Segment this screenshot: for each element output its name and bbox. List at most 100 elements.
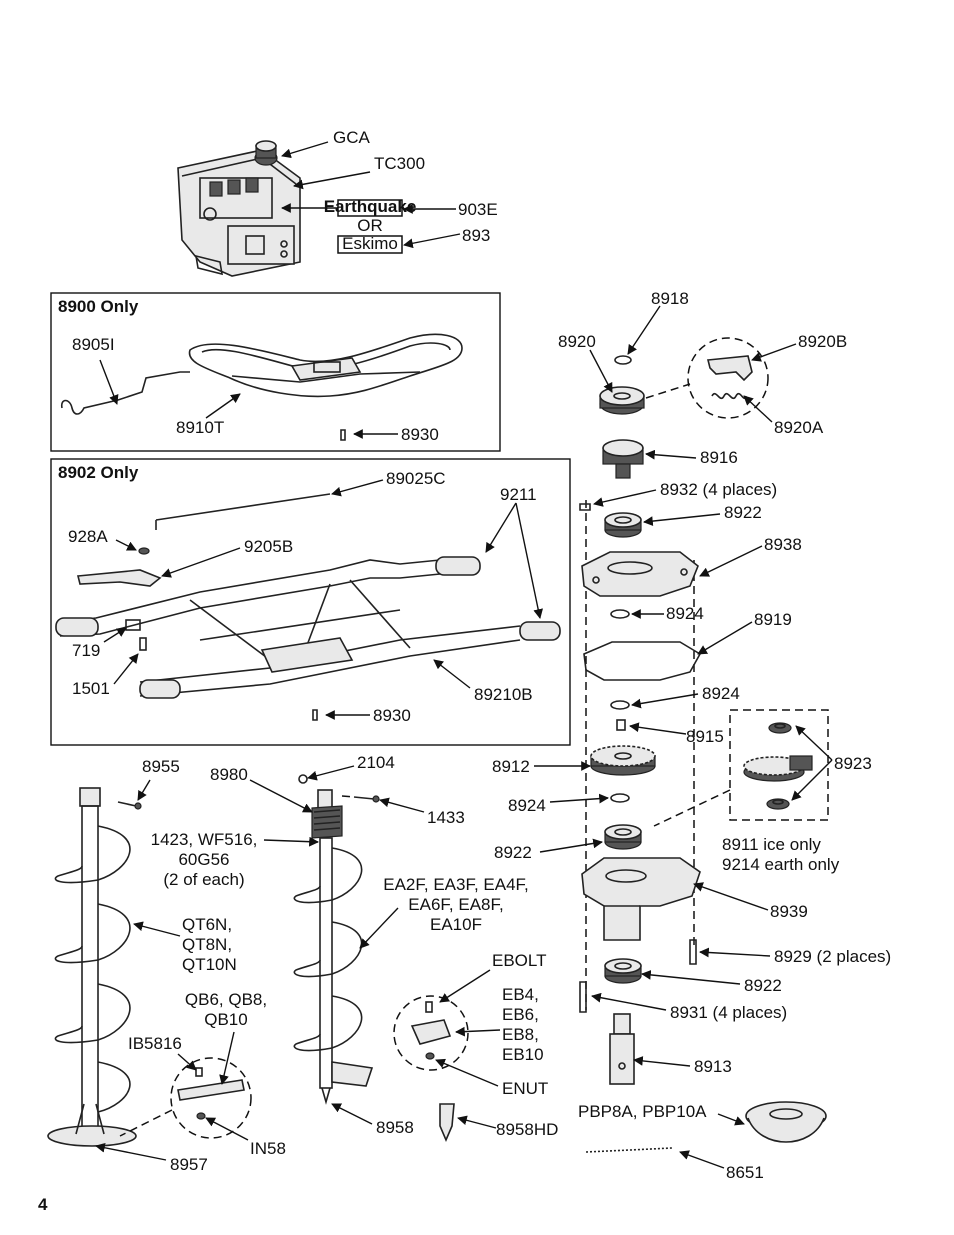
label-ebolt: EBOLT (492, 951, 546, 970)
label-8924-b: 8924 (702, 684, 740, 703)
label-in58: IN58 (250, 1139, 286, 1158)
nut-enut (425, 1052, 435, 1060)
label-ea-line2: EA6F, EA8F, (408, 895, 503, 914)
clutch-8920 (599, 386, 645, 415)
rod-89025c (155, 493, 331, 530)
label-tc300: TC300 (374, 154, 425, 173)
bearing-8922-c (604, 958, 642, 984)
earth-auger-ea (293, 789, 374, 1105)
label-928a: 928A (68, 527, 108, 546)
label-pbp: PBP8A, PBP10A (578, 1102, 707, 1121)
box-8902-only (50, 458, 571, 746)
label-719: 719 (72, 641, 100, 660)
decal-eskimo: Eskimo (337, 234, 403, 254)
label-eb-line2: EB6, (502, 1005, 539, 1024)
label-8905i: 8905I (72, 335, 115, 354)
label-8924-c: 8924 (508, 796, 546, 815)
label-8930-b: 8930 (373, 706, 411, 725)
screw-8929 (689, 939, 697, 965)
label-8919: 8919 (754, 610, 792, 629)
label-gca: GCA (333, 128, 371, 147)
label-8922-a: 8922 (724, 503, 762, 522)
title-8900-only: 8900 Only (58, 297, 139, 316)
label-8918: 8918 (651, 289, 689, 308)
page-number: 4 (38, 1195, 48, 1214)
label-89025c: 89025C (386, 469, 446, 488)
nut-in58 (196, 1112, 206, 1120)
label-enut: ENUT (502, 1079, 548, 1098)
label-eb-line3: EB8, (502, 1025, 539, 1044)
part-719 (125, 619, 141, 631)
ice-auger-qt (47, 787, 137, 1147)
engine-illustration (177, 140, 301, 277)
cover-8938 (581, 551, 699, 597)
cutter-pbp (745, 1101, 827, 1143)
label-1423-line2: 60G56 (178, 850, 229, 869)
label-8958: 8958 (376, 1118, 414, 1137)
pin-1501 (139, 637, 147, 651)
housing-8939 (581, 857, 701, 941)
bolt-ebolt (425, 1001, 433, 1013)
label-8955: 8955 (142, 757, 180, 776)
decal-earthquake: Earthquake (324, 197, 416, 217)
label-8912: 8912 (492, 757, 530, 776)
handle-89210b (55, 556, 561, 699)
gas-cap (254, 140, 278, 166)
blade-qb (177, 1079, 245, 1101)
label-8915: 8915 (686, 727, 724, 746)
washer-2104 (298, 774, 308, 784)
label-8930-a: 8930 (401, 425, 439, 444)
label-1433: 1433 (427, 808, 465, 827)
label-1423-line1: 1423, WF516, (151, 830, 258, 849)
label-eb-line1: EB4, (502, 985, 539, 1004)
label-8920a: 8920A (774, 418, 824, 437)
label-8651: 8651 (726, 1163, 764, 1182)
label-8920b: 8920B (798, 332, 847, 351)
label-1501: 1501 (72, 679, 110, 698)
ring-8924-a (610, 609, 630, 619)
label-qt-line2: QT8N, (182, 935, 232, 954)
label-qb-line2: QB10 (204, 1010, 247, 1029)
label-qt-line1: QT6N, (182, 915, 232, 934)
rod-8905i (60, 371, 190, 415)
point-8958hd (439, 1103, 455, 1143)
gear-8912 (590, 745, 656, 776)
label-ea-line3: EA10F (430, 915, 482, 934)
bolt-ib5816 (195, 1067, 203, 1077)
bolt-8955 (117, 801, 137, 807)
ring-8924-b (610, 700, 630, 710)
label-8913: 8913 (694, 1057, 732, 1076)
label-8980: 8980 (210, 765, 248, 784)
label-eb-line4: EB10 (502, 1045, 544, 1064)
label-8910t: 8910T (176, 418, 224, 437)
label-903e: 903E (458, 200, 498, 219)
detail-circle-8920 (687, 337, 769, 419)
label-893: 893 (462, 226, 490, 245)
label-8931: 8931 (4 places) (670, 1003, 787, 1022)
label-1423-line3: (2 of each) (163, 870, 244, 889)
screw-8932 (579, 503, 591, 511)
screw-8931 (579, 981, 587, 1013)
bolt-1433 (353, 796, 375, 800)
label-89210b: 89210B (474, 685, 533, 704)
detail-circle-eb (393, 995, 469, 1071)
screw-8930-b (312, 709, 318, 721)
label-8958hd: 8958HD (496, 1120, 558, 1139)
title-8902-only: 8902 Only (58, 463, 139, 482)
screw-8930-a (340, 429, 346, 441)
label-9205b: 9205B (244, 537, 293, 556)
nut-928a (138, 547, 150, 555)
label-9211: 9211 (500, 485, 537, 504)
label-9214: 9214 earth only (722, 855, 840, 874)
gasket-8919 (583, 641, 702, 681)
label-8911: 8911 ice only (722, 835, 821, 854)
label-8957: 8957 (170, 1155, 208, 1174)
shoe-8920b (706, 355, 753, 382)
label-8920: 8920 (558, 332, 596, 351)
label-8923: 8923 (834, 754, 872, 773)
key-8915 (616, 719, 626, 731)
label-8932: 8932 (4 places) (660, 480, 777, 499)
bracket-9205b (76, 569, 162, 587)
ring-8924-c (610, 793, 630, 803)
label-ib5816: IB5816 (128, 1034, 182, 1053)
